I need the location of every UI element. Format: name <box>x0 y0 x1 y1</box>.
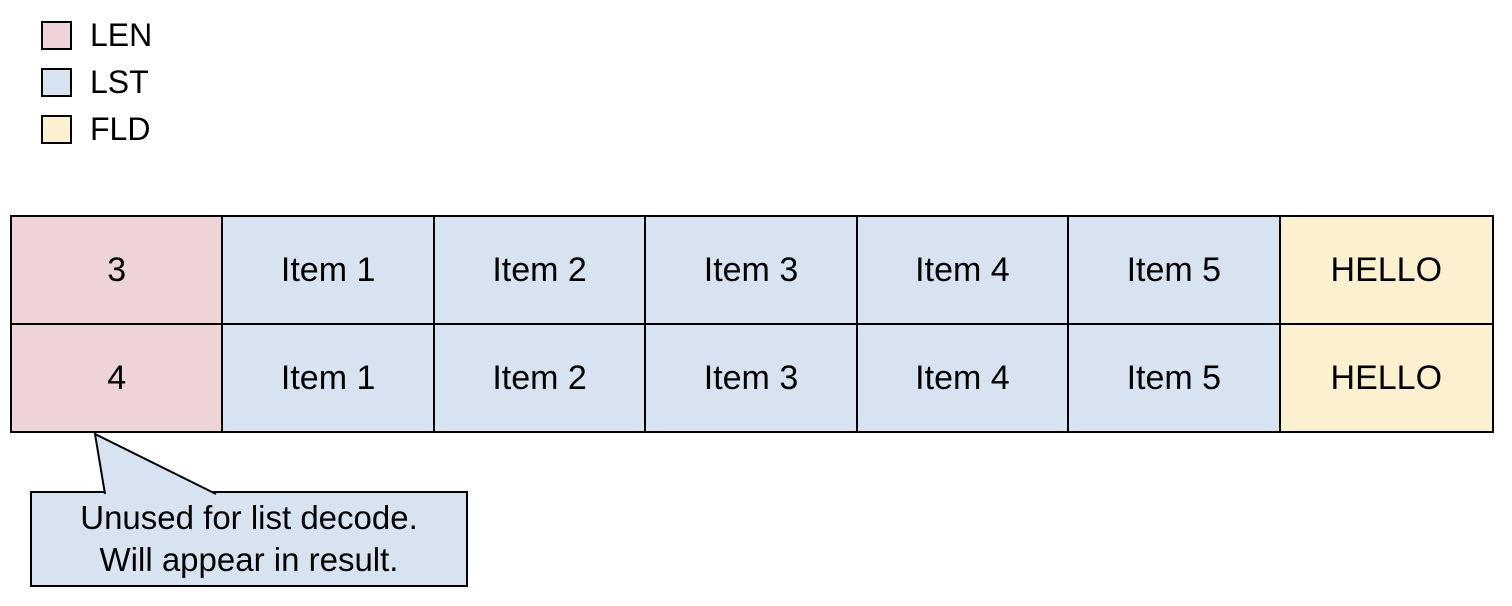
field-cell: HELLO <box>1280 217 1492 323</box>
table-row: 3 Item 1 Item 2 Item 3 Item 4 Item 5 HEL… <box>12 217 1492 325</box>
list-item-cell: Item 5 <box>1069 217 1281 323</box>
list-item-cell: Item 1 <box>223 217 435 323</box>
list-item-cell: Item 4 <box>857 217 1070 323</box>
legend-item-lst: LST <box>41 66 152 98</box>
list-item-cell: Item 3 <box>646 325 858 431</box>
list-item-cell: Item 4 <box>857 325 1070 431</box>
list-item-cell: Item 2 <box>434 217 647 323</box>
list-item-cell: Item 5 <box>1069 325 1281 431</box>
list-item-cell: Item 2 <box>434 325 647 431</box>
legend-label-len: LEN <box>90 17 153 53</box>
table-row: 4 Item 1 Item 2 Item 3 Item 4 Item 5 HEL… <box>12 325 1492 431</box>
legend: LEN LST FLD <box>41 19 152 145</box>
legend-label-fld: FLD <box>90 111 151 147</box>
list-item-cell: Item 1 <box>223 325 435 431</box>
callout-bubble: Unused for list decode. Will appear in r… <box>30 491 468 587</box>
legend-swatch-lst-icon <box>41 67 72 97</box>
len-cell: 4 <box>12 325 224 431</box>
list-item-cell: Item 3 <box>646 217 858 323</box>
legend-swatch-len-icon <box>41 20 72 50</box>
legend-item-fld: FLD <box>41 113 152 145</box>
legend-swatch-fld-icon <box>41 114 72 144</box>
legend-item-len: LEN <box>41 19 152 51</box>
legend-label-lst: LST <box>90 64 149 100</box>
decode-layout-table: 3 Item 1 Item 2 Item 3 Item 4 Item 5 HEL… <box>10 215 1494 433</box>
callout-line: Will appear in result. <box>99 541 399 578</box>
field-cell: HELLO <box>1280 325 1492 431</box>
len-cell: 3 <box>12 217 224 323</box>
callout-line: Unused for list decode. <box>80 499 418 536</box>
